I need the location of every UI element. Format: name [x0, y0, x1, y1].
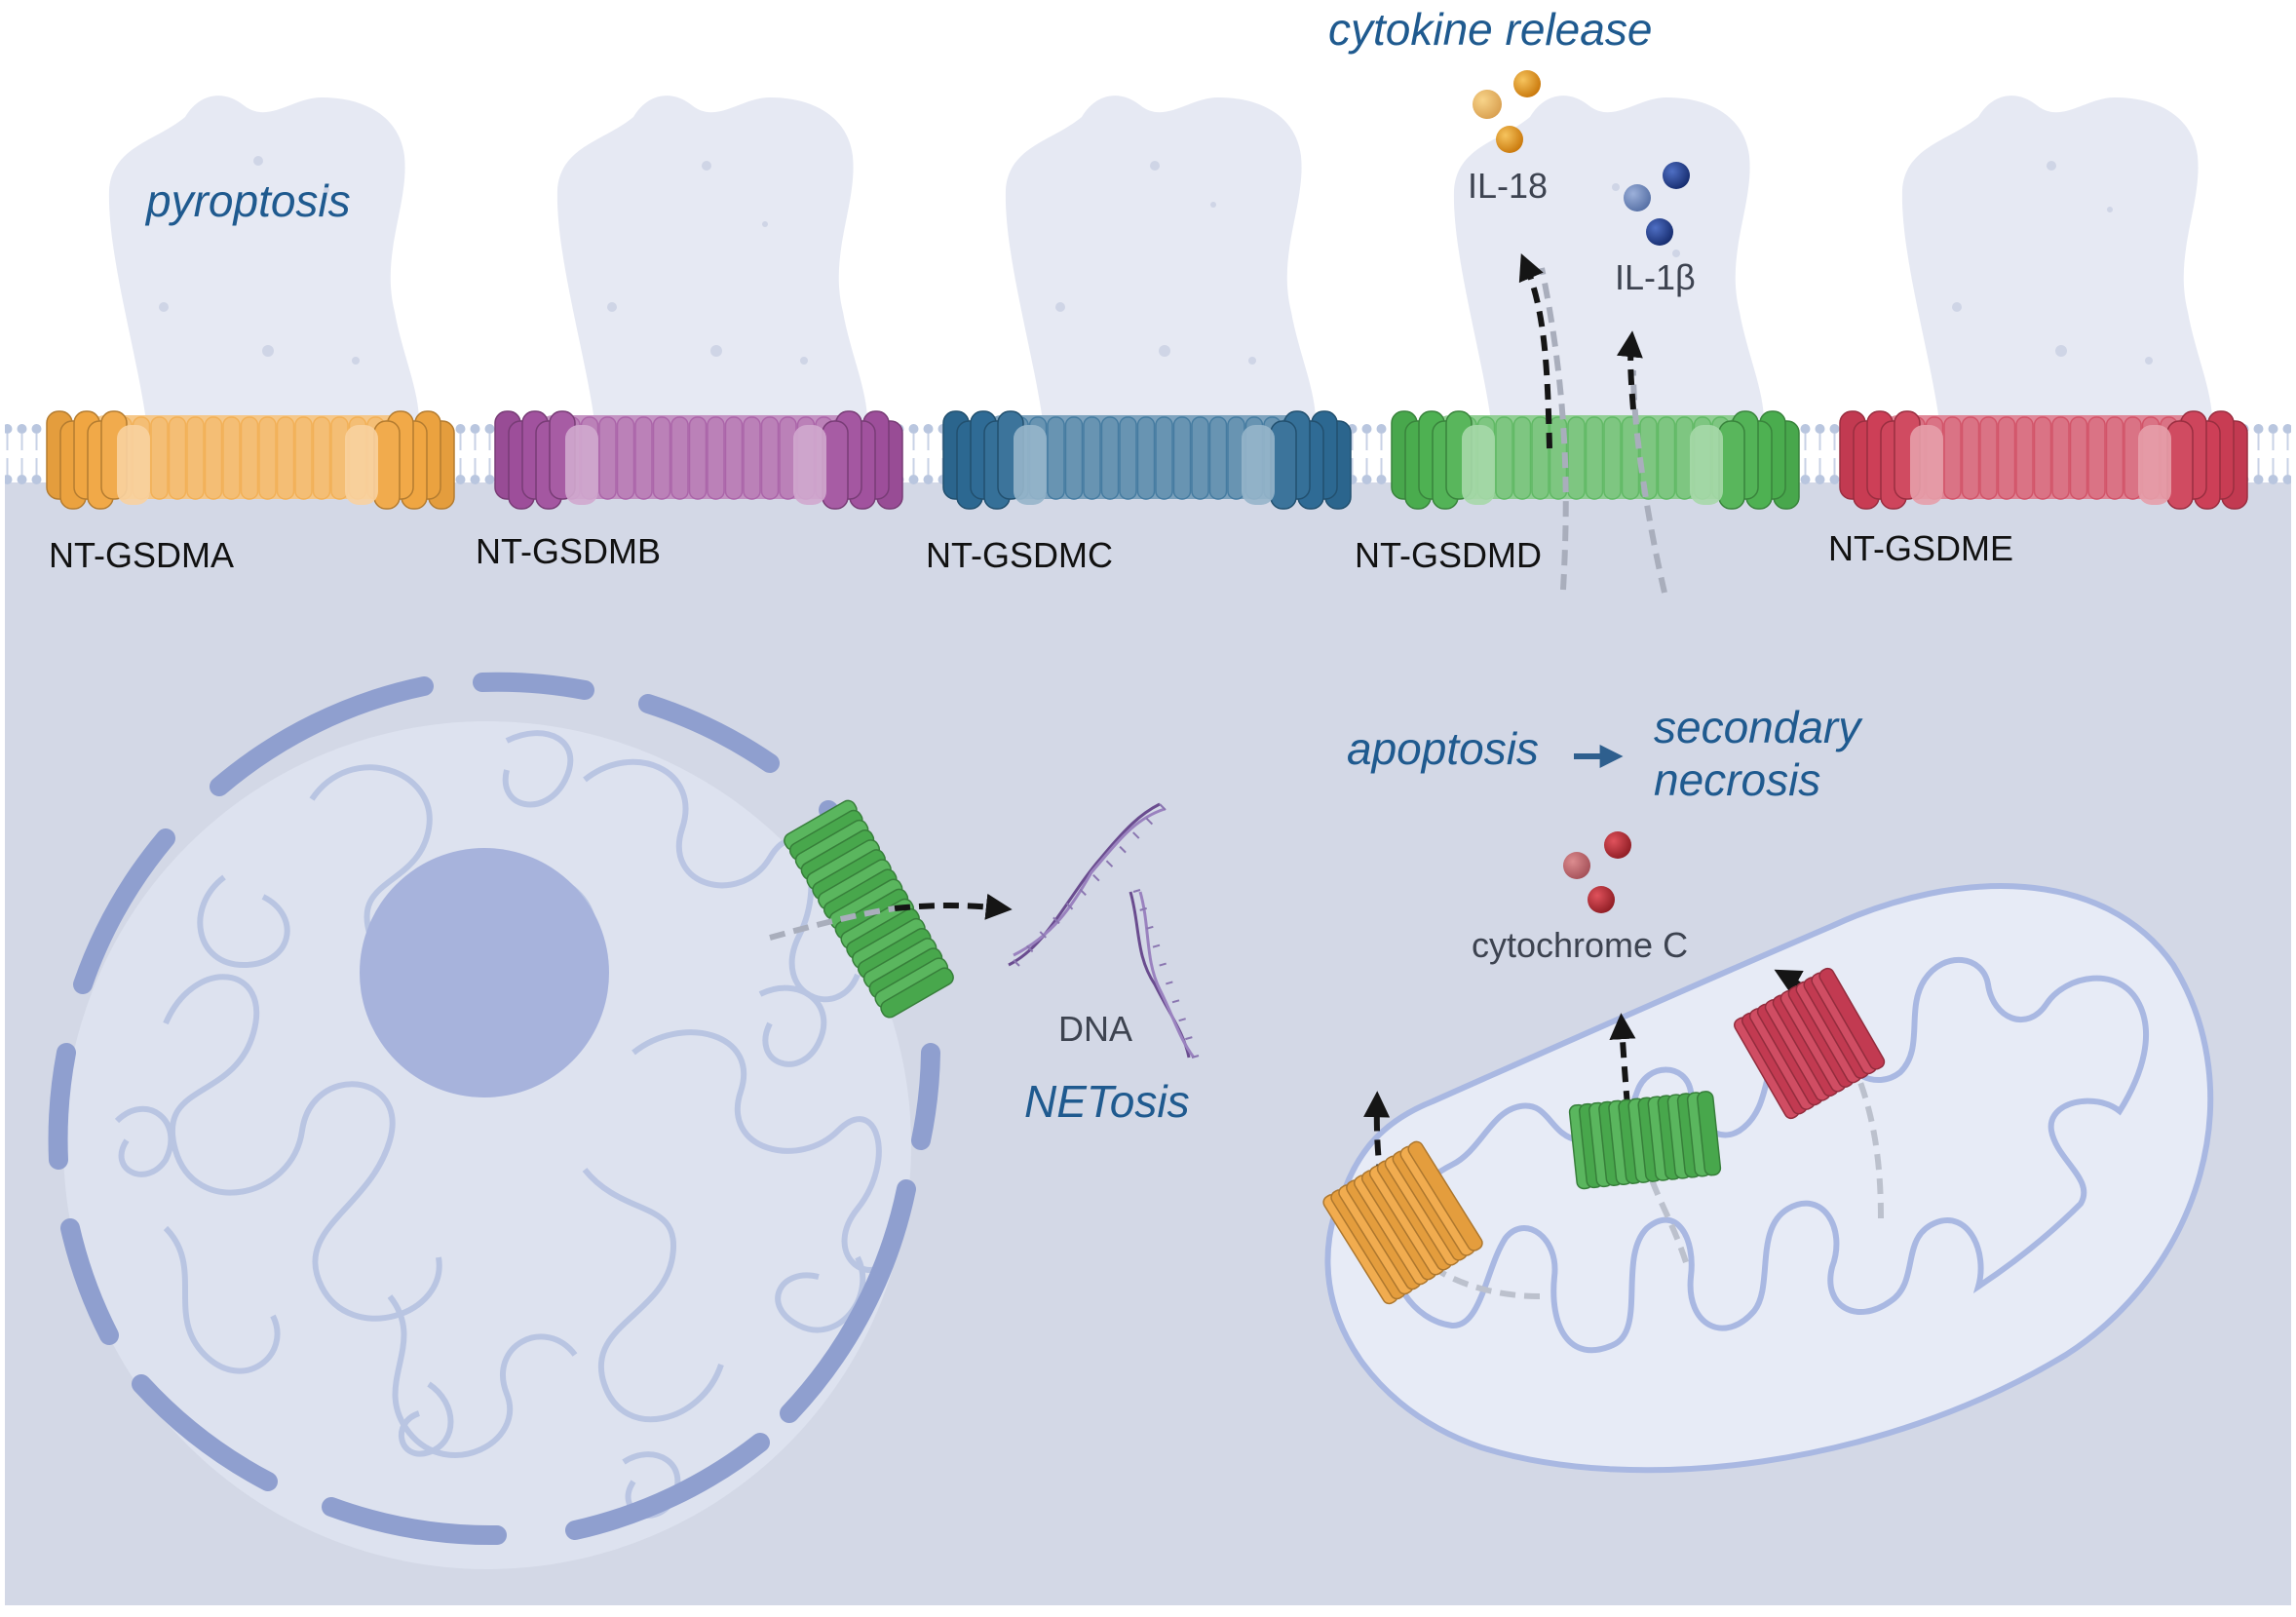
il1b-particle [1624, 184, 1651, 212]
nucleus-interior [63, 721, 911, 1569]
cell-silhouette-icon [556, 96, 867, 421]
cytochrome-c-particle [1588, 886, 1615, 913]
il18-label: IL-18 [1468, 166, 1548, 206]
chromatin [114, 730, 899, 1519]
nuclear-envelope [48, 672, 940, 1546]
il18-particles [1473, 70, 1541, 153]
nucleus-icon [48, 672, 940, 1569]
gasdermin-pore-icon [494, 410, 903, 510]
gsdmb-label: NT-GSDMB [476, 531, 661, 571]
gasdermin-pore-icon [1568, 1091, 1722, 1190]
gsdmd-label: NT-GSDMD [1355, 535, 1542, 575]
netosis-label: NETosis [1024, 1076, 1190, 1127]
necrosis-label: necrosis [1654, 754, 1820, 805]
gasdermin-pore-icon [784, 799, 954, 1019]
silhouette-specks [159, 156, 2153, 365]
cytokine-release-arrows [1518, 253, 1667, 594]
gsdme-label: NT-GSDME [1828, 528, 2013, 568]
gasdermin-pore-icon [942, 410, 1352, 510]
il18-particle [1513, 70, 1541, 97]
gasdermin-pore-icon [1734, 967, 1886, 1120]
cytochrome-c-particle [1563, 852, 1590, 879]
il1b-particle [1646, 218, 1673, 246]
pyroptosis-label: pyroptosis [144, 175, 351, 226]
il1b-particle [1663, 162, 1690, 189]
il18-particle [1473, 90, 1502, 119]
apoptosis-label: apoptosis [1347, 723, 1539, 774]
cell-silhouettes [108, 96, 2212, 421]
cytochrome-c-label: cytochrome C [1472, 925, 1688, 965]
cell-silhouette-icon [1901, 96, 2212, 421]
il18-particle [1496, 126, 1523, 153]
mitochondrial-pores [1322, 967, 1886, 1305]
cytochrome-c-particles [1563, 831, 1631, 913]
cytochrome-c-particle [1604, 831, 1631, 859]
cell-silhouette-icon [108, 96, 419, 421]
cell-silhouette-icon [1005, 96, 1316, 421]
mitochondrion-outer-membrane [1324, 883, 2214, 1474]
dna-label: DNA [1058, 1009, 1132, 1049]
secondary-label: secondary [1654, 702, 1863, 752]
gasdermin-pore-icon [1322, 1140, 1483, 1305]
gsdmc-label: NT-GSDMC [926, 535, 1113, 575]
gasdermin-pore-icon [1391, 410, 1800, 510]
gasdermin-pore-icon [1839, 410, 2248, 510]
nucleolus [360, 848, 609, 1097]
dna-release-arrow [894, 893, 1013, 920]
nuclear-envelope-pore [784, 799, 954, 1019]
plasma-membrane-pores [46, 410, 2248, 510]
il1b-label: IL-1β [1615, 257, 1696, 297]
cytokine-release-label: cytokine release [1328, 4, 1652, 55]
gsdma-label: NT-GSDMA [49, 535, 234, 575]
il1b-particles [1624, 162, 1690, 246]
gasdermin-pore-icon [46, 410, 455, 510]
dna-base-pairs [1013, 803, 1200, 1059]
